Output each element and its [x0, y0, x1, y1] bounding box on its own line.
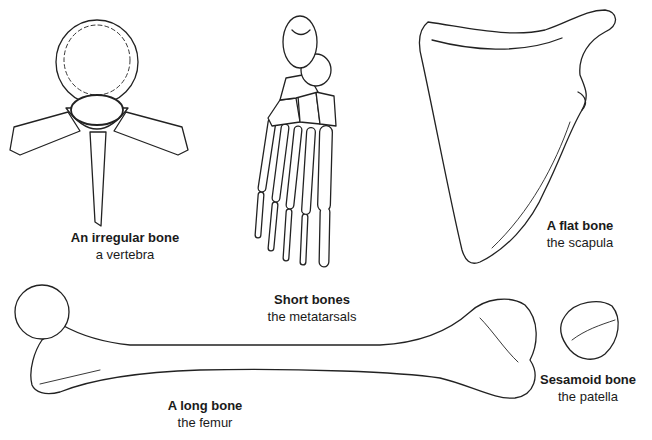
foot-drawing	[258, 16, 336, 262]
scapula-drawing	[420, 10, 616, 263]
bone-example-name: the patella	[558, 389, 618, 405]
bone-example-name: the metatarsals	[268, 309, 357, 325]
bone-type-heading: Short bones	[274, 292, 350, 308]
bone-type-heading: Sesamoid bone	[540, 372, 636, 388]
bone-type-heading: A flat bone	[547, 218, 614, 234]
femur-drawing	[15, 285, 536, 398]
patella-drawing	[561, 302, 618, 360]
bone-example-name: the scapula	[547, 235, 614, 251]
bone-example-name: the femur	[178, 415, 233, 431]
bone-type-heading: An irregular bone	[71, 230, 179, 246]
bone-type-heading: A long bone	[168, 398, 243, 414]
bone-example-name: a vertebra	[96, 247, 155, 263]
vertebra-drawing	[10, 20, 188, 226]
